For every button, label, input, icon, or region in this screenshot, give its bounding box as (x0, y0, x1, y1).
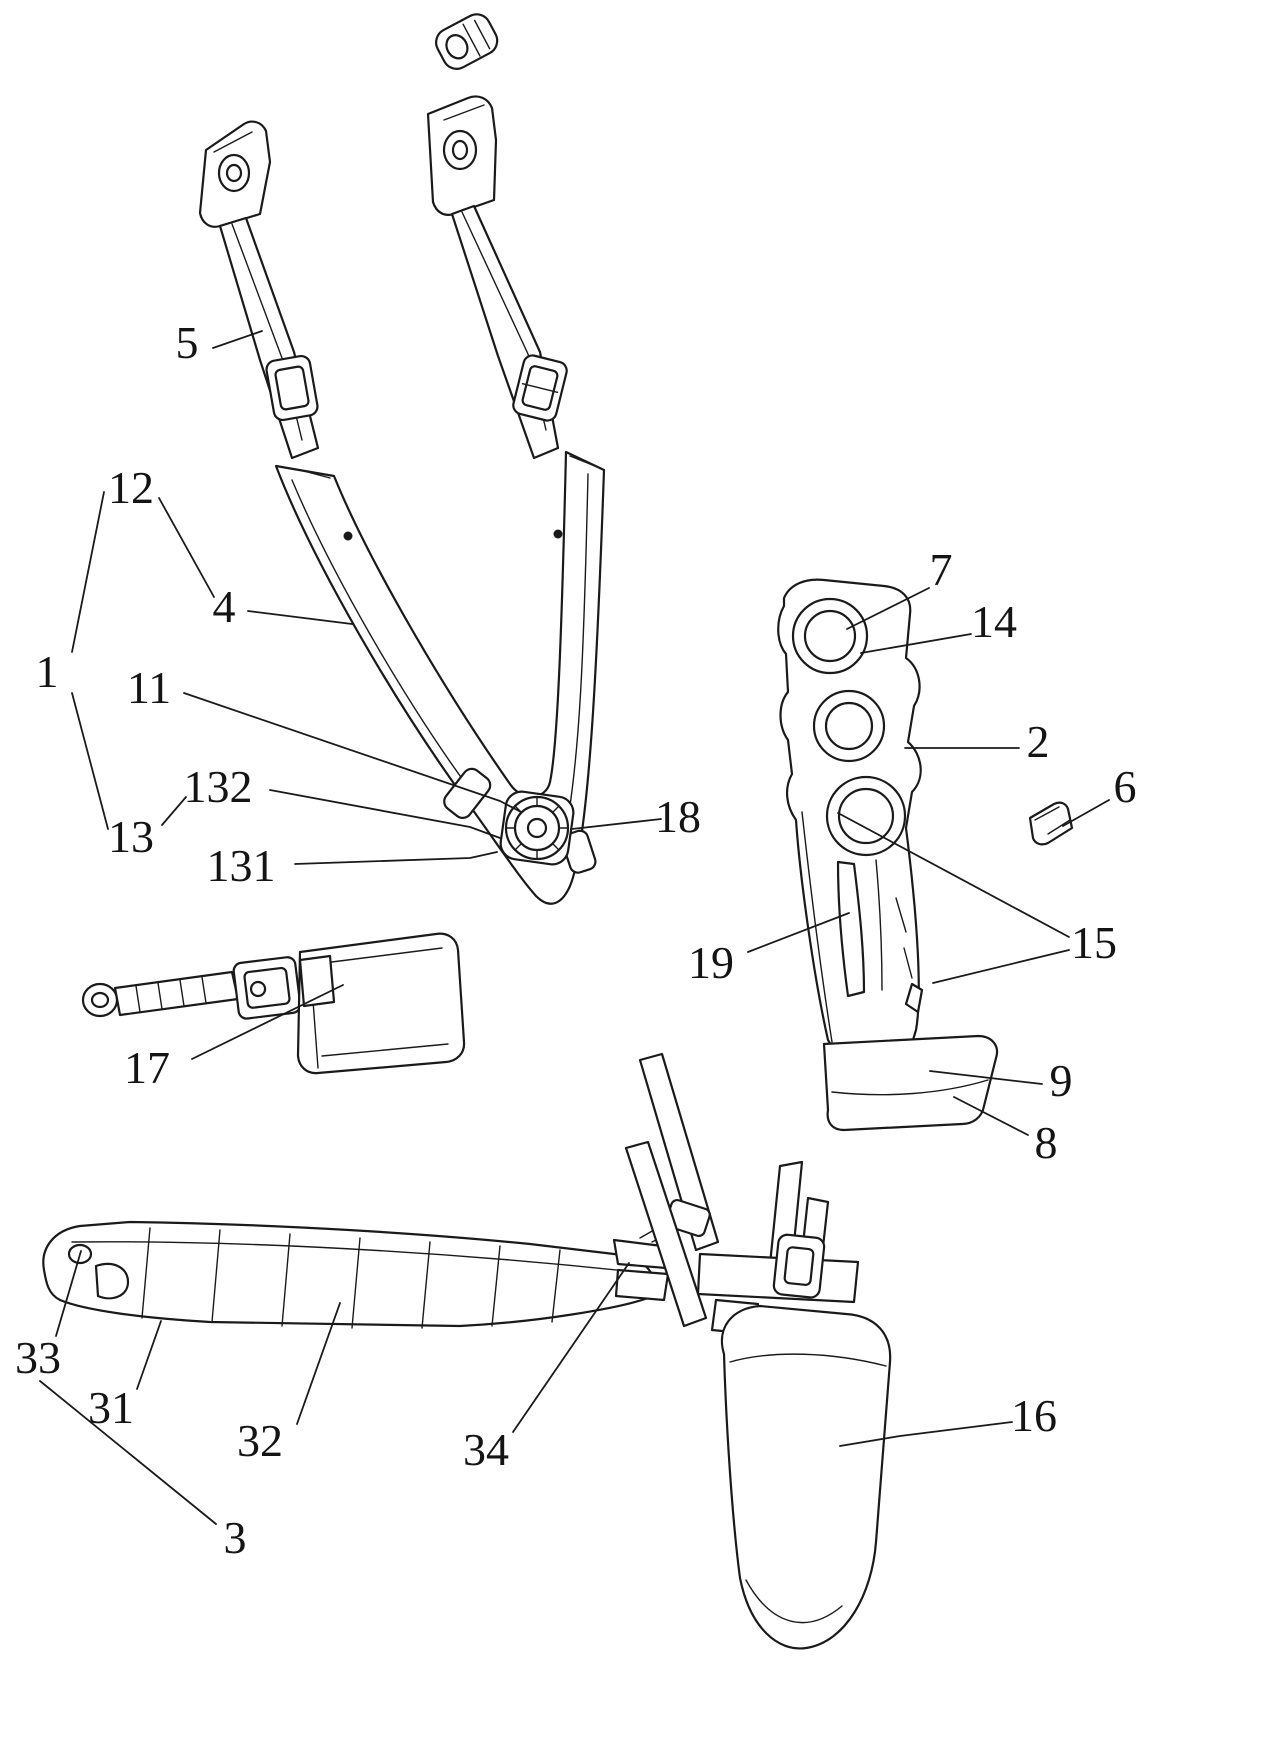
leader-line-3 (39, 1380, 217, 1525)
part-block-6 (1028, 801, 1074, 846)
part-leg-assembly (624, 1052, 892, 1650)
part-right-shoulder-strap (426, 95, 568, 460)
leader-line-33 (55, 1250, 82, 1337)
leader-line-132 (269, 789, 501, 839)
leader-line-16 (839, 1421, 1013, 1447)
part-center-buckle (499, 790, 575, 866)
part-waist-pad (42, 1220, 670, 1329)
part-strap-17 (81, 932, 466, 1075)
leader-line-1 (71, 491, 105, 653)
leader-line-5 (212, 330, 263, 349)
leader-line-9 (929, 1070, 1043, 1085)
leader-line-14 (860, 633, 972, 654)
leader-line-4 (247, 610, 353, 625)
part-top-clip (435, 13, 499, 70)
leader-line-34 (512, 1262, 630, 1433)
leader-line-6 (1062, 799, 1110, 827)
part-clip-34 (612, 1229, 670, 1302)
leader-line-8 (953, 1096, 1029, 1136)
part-foot-pad (822, 1034, 999, 1132)
leader-line-12 (158, 497, 215, 598)
leader-line-13 (161, 796, 187, 826)
leader-line-1 (71, 692, 109, 830)
leader-line-32 (296, 1302, 341, 1425)
leader-line-19 (747, 912, 850, 953)
leader-lines (39, 330, 1110, 1525)
part-left-shoulder-strap (198, 120, 320, 460)
leader-line-11 (183, 692, 522, 813)
leader-line-7 (846, 587, 930, 630)
leader-line-17 (191, 984, 344, 1060)
leader-line-31 (136, 1320, 162, 1390)
leader-line-15 (837, 812, 1070, 938)
leader-line-131 (294, 851, 498, 865)
leader-line-18 (571, 818, 662, 830)
leader-line-15 (932, 949, 1070, 984)
